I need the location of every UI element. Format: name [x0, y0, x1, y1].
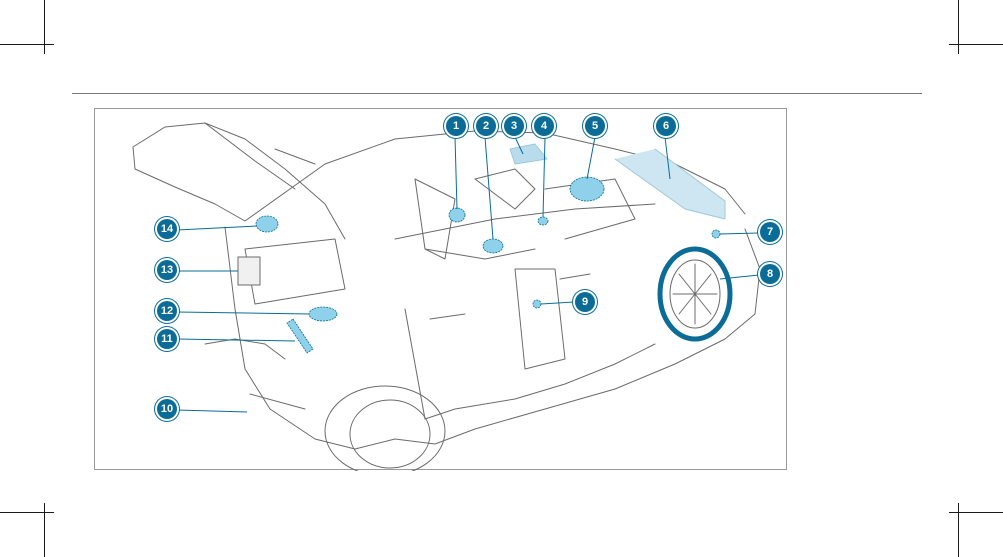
highlight-zone-14 [256, 216, 278, 232]
highlight-zone-4 [538, 217, 548, 225]
leader-12 [177, 312, 309, 314]
highlight-zone-7 [712, 230, 720, 238]
highlight-zone-1 [449, 208, 465, 222]
callout-12: 12 [157, 301, 177, 321]
tailgate-lower-edge [133, 147, 245, 221]
leader-7 [720, 233, 759, 234]
callout-8: 8 [760, 264, 780, 284]
callout-11: 11 [157, 329, 177, 349]
leader-1 [455, 137, 457, 209]
leader-9 [541, 302, 574, 304]
rear-door-handle [430, 314, 465, 319]
crop-mark-bottom-left-h [0, 512, 54, 513]
crop-mark-top-left-h [0, 44, 54, 45]
tailgate-inner [205, 123, 295, 189]
crop-mark-top-left-v [44, 0, 45, 54]
highlight-zone-9 [533, 300, 541, 308]
leader-10 [177, 410, 247, 412]
boot-panel [238, 257, 260, 285]
callout-9: 9 [575, 292, 595, 312]
callout-14: 14 [157, 219, 177, 239]
windscreen-highlight [615, 149, 725, 219]
callout-10: 10 [157, 399, 177, 419]
header-rule [72, 93, 922, 94]
steering-wheel [475, 169, 535, 209]
door-top [395, 204, 655, 239]
car-diagram-figure: 1 2 3 4 5 6 7 8 9 10 11 12 13 14 [94, 108, 787, 470]
rear-wheel-arch [325, 386, 445, 471]
highlight-zone-2 [483, 239, 503, 253]
crop-mark-bottom-right-h [949, 512, 1003, 513]
leader-14 [177, 226, 257, 230]
highlight-zone-12 [309, 307, 337, 321]
front-wheel-spokes [673, 264, 717, 324]
door-lower [405, 309, 655, 419]
b-pillar [515, 269, 565, 369]
tailgate-spoiler [275, 149, 315, 164]
seat-back [415, 179, 455, 259]
callout-13: 13 [157, 260, 177, 280]
rear-light [205, 339, 285, 359]
callout-4: 4 [534, 116, 554, 136]
car-illustration [95, 109, 788, 471]
callout-7: 7 [760, 222, 780, 242]
leader-4 [543, 137, 545, 217]
crop-mark-top-right-v [958, 0, 959, 54]
callout-1: 1 [446, 116, 466, 136]
mirror-highlight [510, 144, 547, 164]
highlight-zone-5 [570, 177, 604, 201]
highlight-zone-11 [287, 319, 313, 353]
callout-3: 3 [504, 116, 524, 136]
callout-2: 2 [476, 116, 496, 136]
rear-wheel [350, 400, 430, 468]
callout-5: 5 [585, 116, 605, 136]
callout-6: 6 [656, 116, 676, 136]
bumper-line [250, 394, 305, 409]
crop-mark-top-right-h [949, 44, 1003, 45]
front-door-handle [560, 274, 590, 279]
